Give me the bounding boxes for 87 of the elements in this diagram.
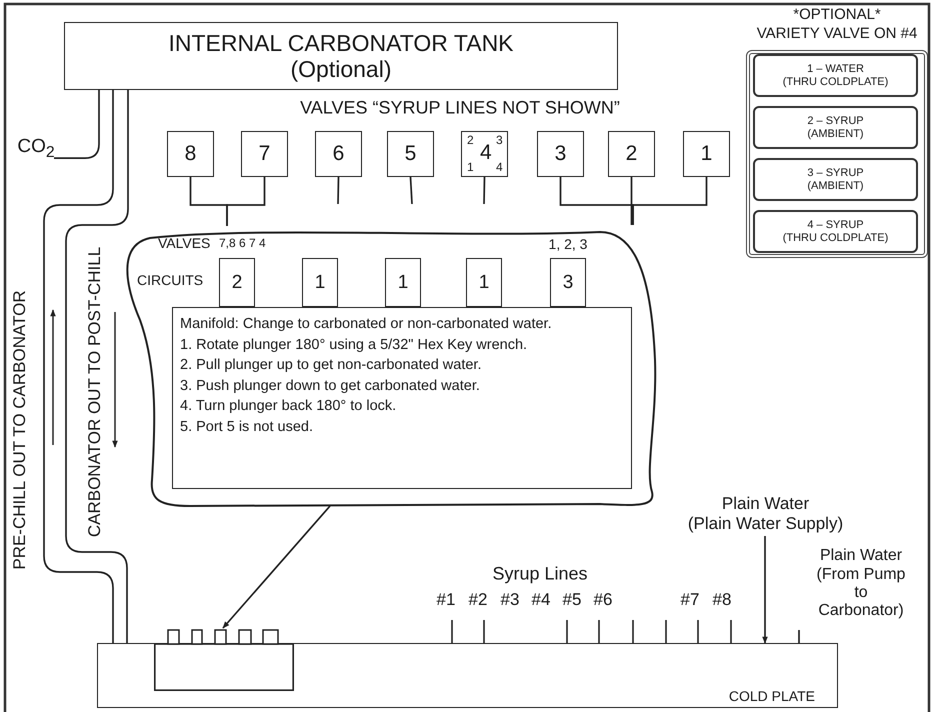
valve-number: 2 [626,142,638,166]
valve-number: 4 [496,161,503,173]
water-line [798,630,800,643]
circuit-box [302,258,338,307]
valve-line [226,177,266,226]
line-number: #2 [468,590,488,610]
instruction-box [172,307,632,489]
circuit-number: 1 [478,272,490,294]
valve-box [315,131,362,177]
circuit-number: 3 [562,272,574,294]
gas-label: CO$_{2}$ [17,136,55,162]
valve-box [608,131,655,177]
valve-number: 8 [184,142,196,166]
option-text: 2 – SYRUP [807,114,864,128]
option-box [753,54,918,97]
instruction-text: 5. Port 5 is not used. [180,418,314,436]
water-label: Plain Water [722,494,810,514]
option-text: 3 – SYRUP [807,166,864,180]
instruction-text: 3. Push plunger down to get carbonated water. [180,376,481,396]
row-label: VALVES [158,236,210,250]
valve-line [410,176,413,204]
valve-line [632,177,708,225]
tank-title: (Optional) [290,56,392,82]
syrup-heading: Syrup Lines [492,564,588,584]
pipe-label: CARBONATOR OUT TO POST-CHILL [85,246,105,538]
valve-box [683,131,730,177]
circuit-number: 1 [314,272,326,294]
line-number: #3 [500,590,520,610]
leader-arrow [222,505,331,629]
water-line [762,536,768,644]
valve-number: 4 [480,142,492,163]
water-label: Plain Water [820,547,902,566]
line-number: #4 [532,590,550,610]
gas-line [54,90,100,159]
note-text: VALVES “SYRUP LINES NOT SHOWN” [300,98,620,118]
line-number: #5 [562,590,582,610]
valve-line [337,176,340,204]
line-number: #6 [594,590,612,610]
option-box [753,210,918,253]
circuit-box [466,258,502,307]
instruction-text: Manifold: Change to carbonated or non-carbonated water. [180,315,553,334]
valve-number: 5 [404,142,416,166]
valve-number: 1 [467,161,474,173]
valve-number: 3 [496,134,503,146]
circuit-box [219,258,255,307]
valve-box [461,131,508,177]
row-label: 7,8 6 7 4 [219,237,266,249]
valve-number: 7 [258,142,270,166]
plate-label: COLD PLATE [728,689,815,703]
tank-title: INTERNAL CARBONATOR TANK [168,30,514,56]
option-text: (THRU COLDPLATE) [782,76,888,88]
water-label: (From Pump to Carbonator) [816,566,906,621]
valve-line [483,176,486,204]
instruction-text: 1. Rotate plunger 180° using a 5/32" Hex Key wrench. [180,336,528,354]
valve-number: 2 [467,134,474,146]
valve-numbers: 1, 2, 3 [548,237,588,251]
option-text: (AMBIENT) [807,128,864,140]
water-label: (Plain Water Supply) [688,514,844,534]
pipe-line [65,90,129,643]
valve-number: 1 [700,142,712,166]
line-number: #7 [680,590,700,610]
pipe-line [43,90,114,643]
panel-heading: *OPTIONAL* [792,6,882,25]
valve-box [167,131,214,177]
option-text: (THRU COLDPLATE) [782,232,888,244]
option-text: 4 – SYRUP [807,218,864,232]
valve-line [630,177,632,225]
line-number: #8 [712,590,732,610]
option-box [753,158,918,201]
circuit-number: 2 [232,272,242,294]
instruction-text: 4. Turn plunger back 180° to lock. [180,397,398,416]
option-text: 1 – WATER [807,62,864,76]
valve-number: 6 [332,142,344,166]
instruction-text: 2. Pull plunger up to get non-carbonated water. [180,356,482,375]
circuit-box [385,258,421,307]
valve-box [537,131,584,177]
option-box [753,106,918,149]
circuit-number: 1 [398,272,408,294]
valve-box [387,131,434,177]
valve-number: 3 [554,142,566,166]
option-text: (AMBIENT) [807,180,864,192]
row-label: CIRCUITS [137,273,204,287]
panel-heading: VARIETY VALVE ON #4 [756,24,918,44]
line-number: #1 [436,590,456,610]
valve-box [241,131,288,177]
pipe-label: PRE-CHILL OUT TO CARBONATOR [10,290,30,570]
tank-box [64,22,618,90]
